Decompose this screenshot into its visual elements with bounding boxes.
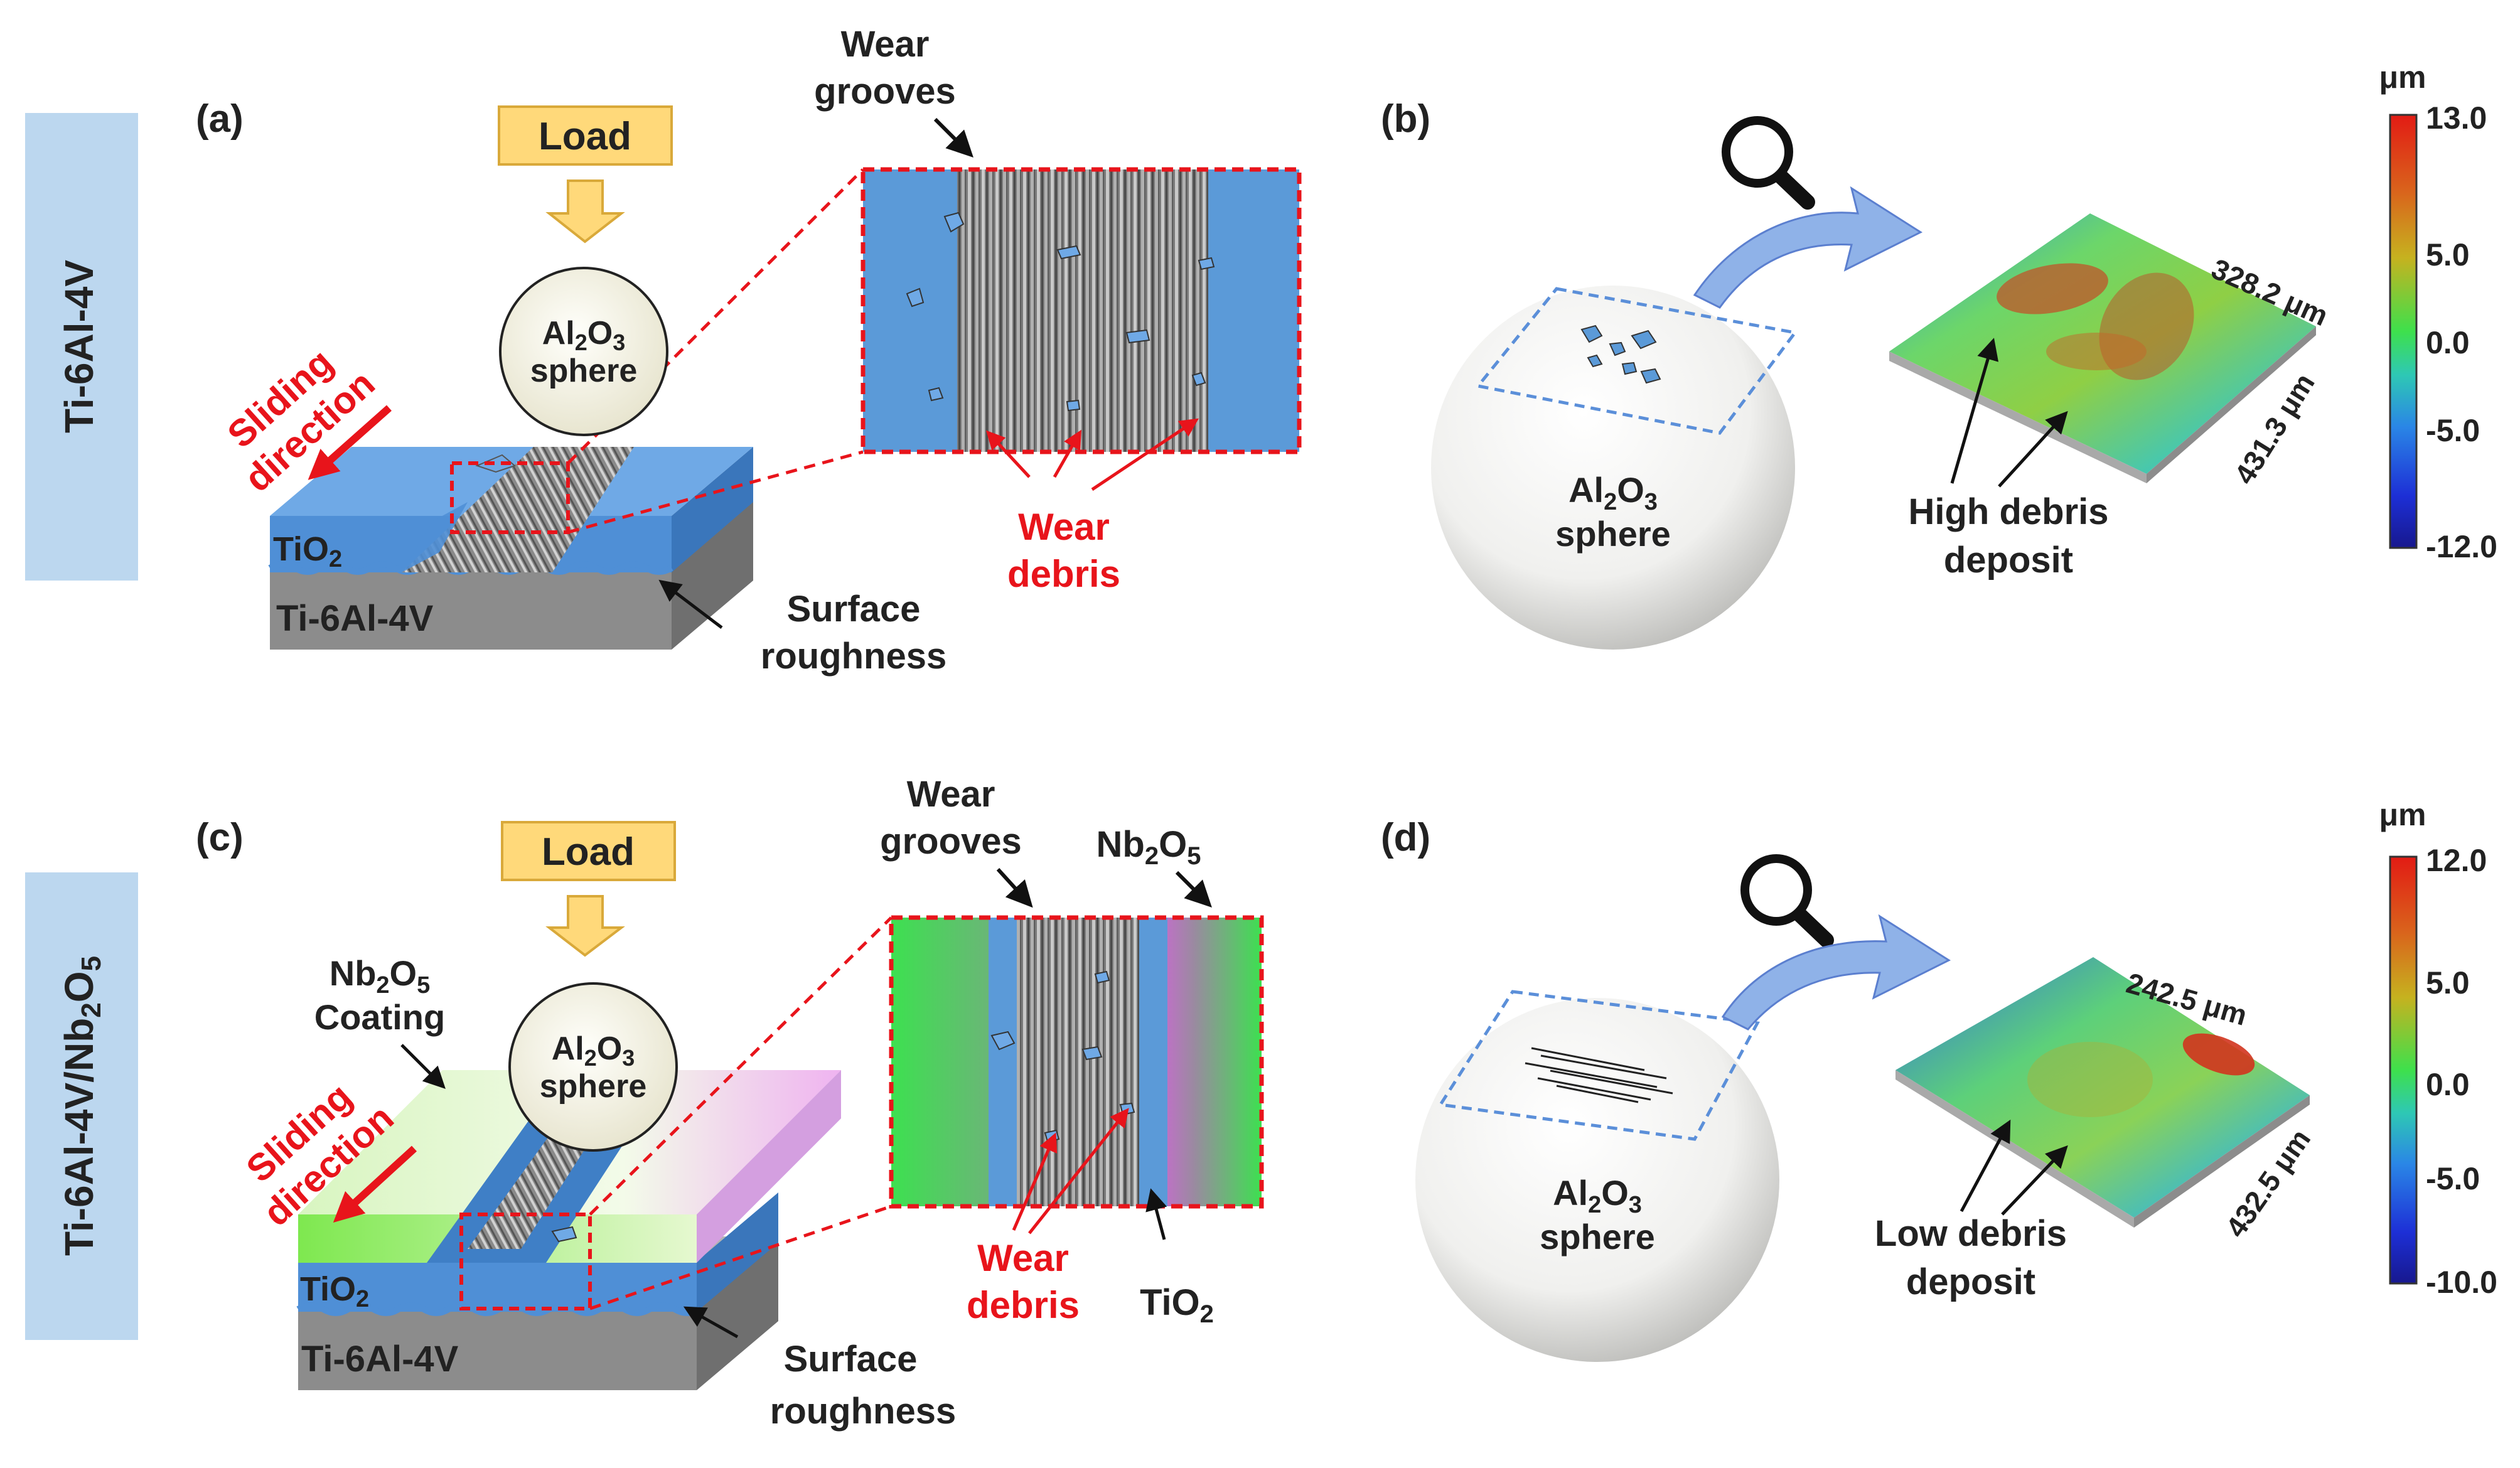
- colorbar-b-tick-1: 5.0: [2426, 237, 2470, 272]
- load-box-c: [501, 821, 676, 881]
- colorbar-d-tick-0: 12.0: [2426, 843, 2487, 878]
- surface-label-a2: roughness: [761, 636, 947, 677]
- al2o3-sphere-b: [1431, 286, 1795, 650]
- tio2-label-a: TiO2: [273, 530, 342, 572]
- coating-c-label: Coating: [314, 997, 445, 1037]
- surface-label-c2: roughness: [770, 1391, 957, 1432]
- ball-a-label: sphere: [530, 353, 638, 389]
- substrate-side: [672, 495, 753, 650]
- magnifier-icon-d: [1740, 854, 1834, 948]
- coating-side: [697, 1070, 841, 1263]
- debris-label-c1: Wear: [977, 1237, 1069, 1279]
- panel-a-letter: (a): [196, 97, 244, 141]
- colorbar-b-unit: μm: [2379, 60, 2426, 95]
- sliding-arrow-icon: [308, 405, 392, 480]
- sliding-arrow-icon-c: [333, 1145, 417, 1223]
- surface-label-c1: Surface: [784, 1339, 918, 1380]
- substrate-front: [270, 565, 672, 650]
- colorbar-b-tick-0: 13.0: [2426, 100, 2487, 136]
- ball-c-label: sphere: [540, 1068, 647, 1105]
- debris-label-c2: debris: [967, 1284, 1080, 1326]
- grooves-label-a2: grooves: [814, 71, 956, 112]
- down-arrow-icon-c: [545, 895, 625, 957]
- wear-track: [402, 447, 634, 572]
- down-arrow-icon: [545, 179, 625, 244]
- grooves-label-c2: grooves: [880, 821, 1022, 862]
- deposit-d-2: deposit: [1906, 1262, 2035, 1302]
- deposit-b-1: High debris: [1908, 491, 2108, 532]
- side-label-top: Ti-6Al-4V: [25, 113, 138, 581]
- substrate-label-c: Ti-6Al-4V: [301, 1339, 459, 1380]
- colorbar-b: [2389, 114, 2418, 549]
- colorbar-d-tick-2: 0.0: [2426, 1067, 2470, 1102]
- sphere-d-label: sphere: [1540, 1217, 1655, 1256]
- grooves-label-c1: Wear: [907, 774, 995, 815]
- zoom-region-a: [450, 461, 570, 534]
- load-box: [498, 105, 673, 166]
- zoom-region-c: [459, 1213, 592, 1310]
- panel-d: (d) Al2O3 sphere 242.5 μm 432.5 μm Low d…: [1381, 797, 2497, 1362]
- panel-a: (a) Load Al2O3 sphere Sliding direction …: [196, 24, 1302, 677]
- substrate-label-a: Ti-6Al-4V: [276, 598, 434, 639]
- side-label-bottom-text: Ti-6Al-4V/Nb2O5: [56, 956, 107, 1256]
- side-label-bottom: Ti-6Al-4V/Nb2O5: [25, 872, 138, 1340]
- colorbar-d-tick-4: -10.0: [2426, 1265, 2497, 1300]
- colorbar-d: [2389, 855, 2418, 1285]
- side-label-top-text: Ti-6Al-4V: [56, 260, 102, 434]
- magnifier-icon: [1722, 116, 1815, 210]
- height-map-d: [1895, 957, 2310, 1218]
- colorbar-d-tick-1: 5.0: [2426, 965, 2470, 1000]
- deposit-d-1: Low debris: [1875, 1213, 2067, 1254]
- colorbar-b-tick-3: -5.0: [2426, 413, 2480, 448]
- sphere-b-label: sphere: [1555, 514, 1671, 554]
- inset-c: [889, 915, 1264, 1209]
- tio2-side: [672, 447, 753, 572]
- tio2-inset-label-c: TiO2: [1140, 1282, 1214, 1328]
- panel-d-letter: (d): [1381, 816, 1430, 859]
- curved-arrow-icon: [1693, 186, 1923, 309]
- al2o3-ball-a: [499, 267, 668, 436]
- colorbar-d-tick-3: -5.0: [2426, 1161, 2480, 1196]
- load-label: Load: [539, 115, 631, 158]
- panel-c-letter: (c): [196, 816, 244, 859]
- deposit-b-2: deposit: [1944, 540, 2073, 581]
- panel-b: (b) Al2O3 sphere 328.2 μm 431.3 μm High …: [1381, 60, 2497, 650]
- inset-a: [861, 167, 1302, 454]
- al2o3-sphere-d: [1415, 998, 1779, 1362]
- colorbar-b-tick-4: -12.0: [2426, 529, 2497, 564]
- debris-label-a2: debris: [1007, 553, 1120, 595]
- curved-arrow-icon-d: [1721, 914, 1951, 1031]
- colorbar-d-unit: μm: [2379, 797, 2426, 832]
- nb2o5-label-c: Nb2O5: [1096, 824, 1201, 870]
- panel-c: (c) Load Al2O3 sphere Nb2O5 Coating Slid…: [196, 774, 1264, 1432]
- surface-label-a1: Surface: [787, 589, 921, 630]
- debris-label-a1: Wear: [1018, 506, 1110, 548]
- scratch-lines-d: [1525, 1047, 1673, 1103]
- coating-c-formula: Nb2O5: [330, 953, 431, 999]
- al2o3-ball-c: [508, 982, 678, 1152]
- ball-a-formula: Al2O3: [542, 315, 626, 355]
- load-label-c: Load: [542, 830, 635, 874]
- panel-b-letter: (b): [1381, 97, 1430, 141]
- grooves-label-a1: Wear: [841, 24, 930, 65]
- colorbar-b-tick-2: 0.0: [2426, 325, 2470, 360]
